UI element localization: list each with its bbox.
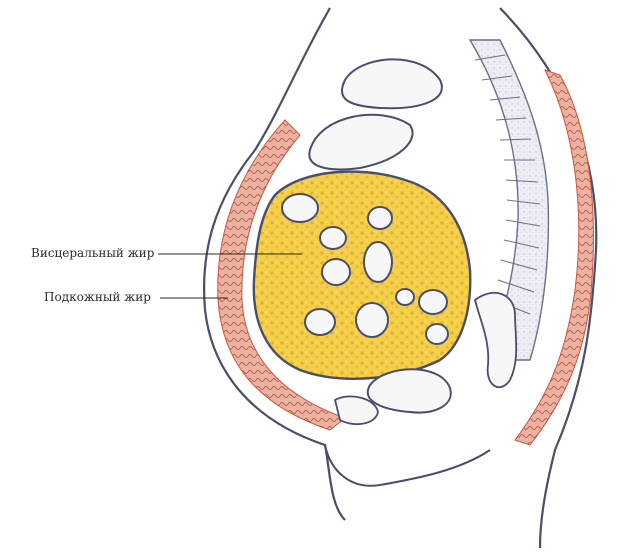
vertebrae <box>474 54 541 315</box>
sacrum <box>473 291 518 389</box>
middle-organ <box>308 113 414 171</box>
spine <box>468 39 550 361</box>
subcutaneous-fat-label: Подкожный жир <box>44 290 151 304</box>
intestine-loops <box>281 193 449 345</box>
back-muscle-band <box>514 69 594 446</box>
lower-pelvis-outline <box>324 444 491 487</box>
visceral-fat-label: Висцеральный жир <box>31 246 155 260</box>
pelvic-organ <box>366 368 452 414</box>
pubic-bone <box>333 395 379 426</box>
upper-organ <box>340 58 443 110</box>
front-muscle-band <box>217 119 347 431</box>
